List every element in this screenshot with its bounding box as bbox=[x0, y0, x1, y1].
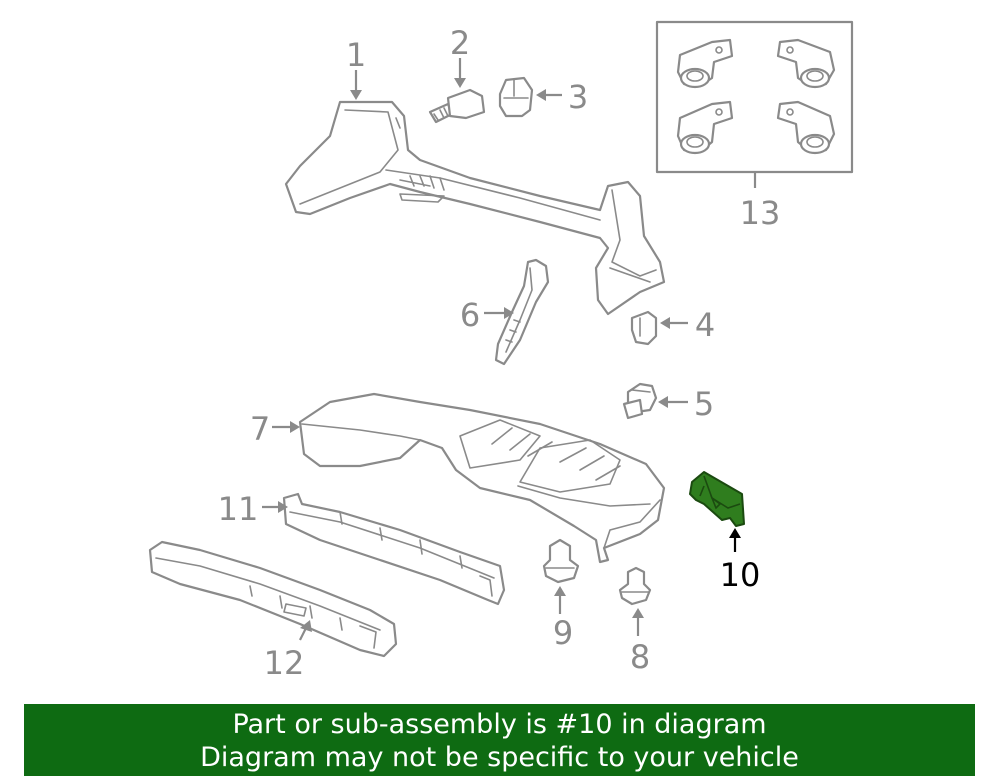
banner-line-1: Part or sub-assembly is #10 in diagram bbox=[232, 709, 767, 740]
banner-line-2: Diagram may not be specific to your vehi… bbox=[200, 742, 799, 773]
part-10-bracket-highlighted bbox=[689, 471, 745, 527]
callout-13: 13 bbox=[740, 194, 781, 232]
callout-11: 11 bbox=[218, 490, 259, 528]
callout-12: 12 bbox=[264, 644, 305, 682]
part-8-push-clip bbox=[618, 566, 652, 606]
callout-3: 3 bbox=[568, 78, 588, 116]
callout-10: 10 bbox=[720, 556, 761, 594]
part-6-bracket bbox=[494, 258, 550, 366]
callout-5: 5 bbox=[694, 385, 714, 423]
part-3-clip bbox=[498, 76, 534, 118]
part-9-push-clip bbox=[542, 538, 580, 584]
part-1-bumper-cover bbox=[284, 100, 666, 316]
sensor-bracket-top-right bbox=[776, 38, 836, 89]
part-12-absorber bbox=[148, 540, 398, 658]
part-5-rivet bbox=[622, 382, 658, 420]
info-banner: Part or sub-assembly is #10 in diagram D… bbox=[24, 704, 975, 776]
callout-1: 1 bbox=[346, 36, 366, 74]
part-7-diffuser bbox=[298, 392, 666, 564]
sensor-bracket-bottom-right bbox=[776, 100, 836, 155]
part-4-clip bbox=[630, 310, 658, 346]
callout-8: 8 bbox=[630, 638, 650, 676]
part-13-sensor-brackets bbox=[655, 20, 854, 188]
part-2-bolt bbox=[428, 88, 486, 124]
sensor-bracket-top-left bbox=[676, 38, 734, 89]
sensor-bracket-bottom-left bbox=[676, 100, 734, 155]
callout-7: 7 bbox=[250, 410, 270, 448]
part-11-reinforcement bbox=[282, 492, 506, 606]
callout-4: 4 bbox=[695, 306, 715, 344]
parts-diagram: 1 2 3 4 5 6 7 8 9 10 11 12 13 bbox=[148, 20, 854, 682]
callout-2: 2 bbox=[450, 24, 470, 62]
callout-6: 6 bbox=[460, 296, 480, 334]
callout-9: 9 bbox=[553, 614, 573, 652]
